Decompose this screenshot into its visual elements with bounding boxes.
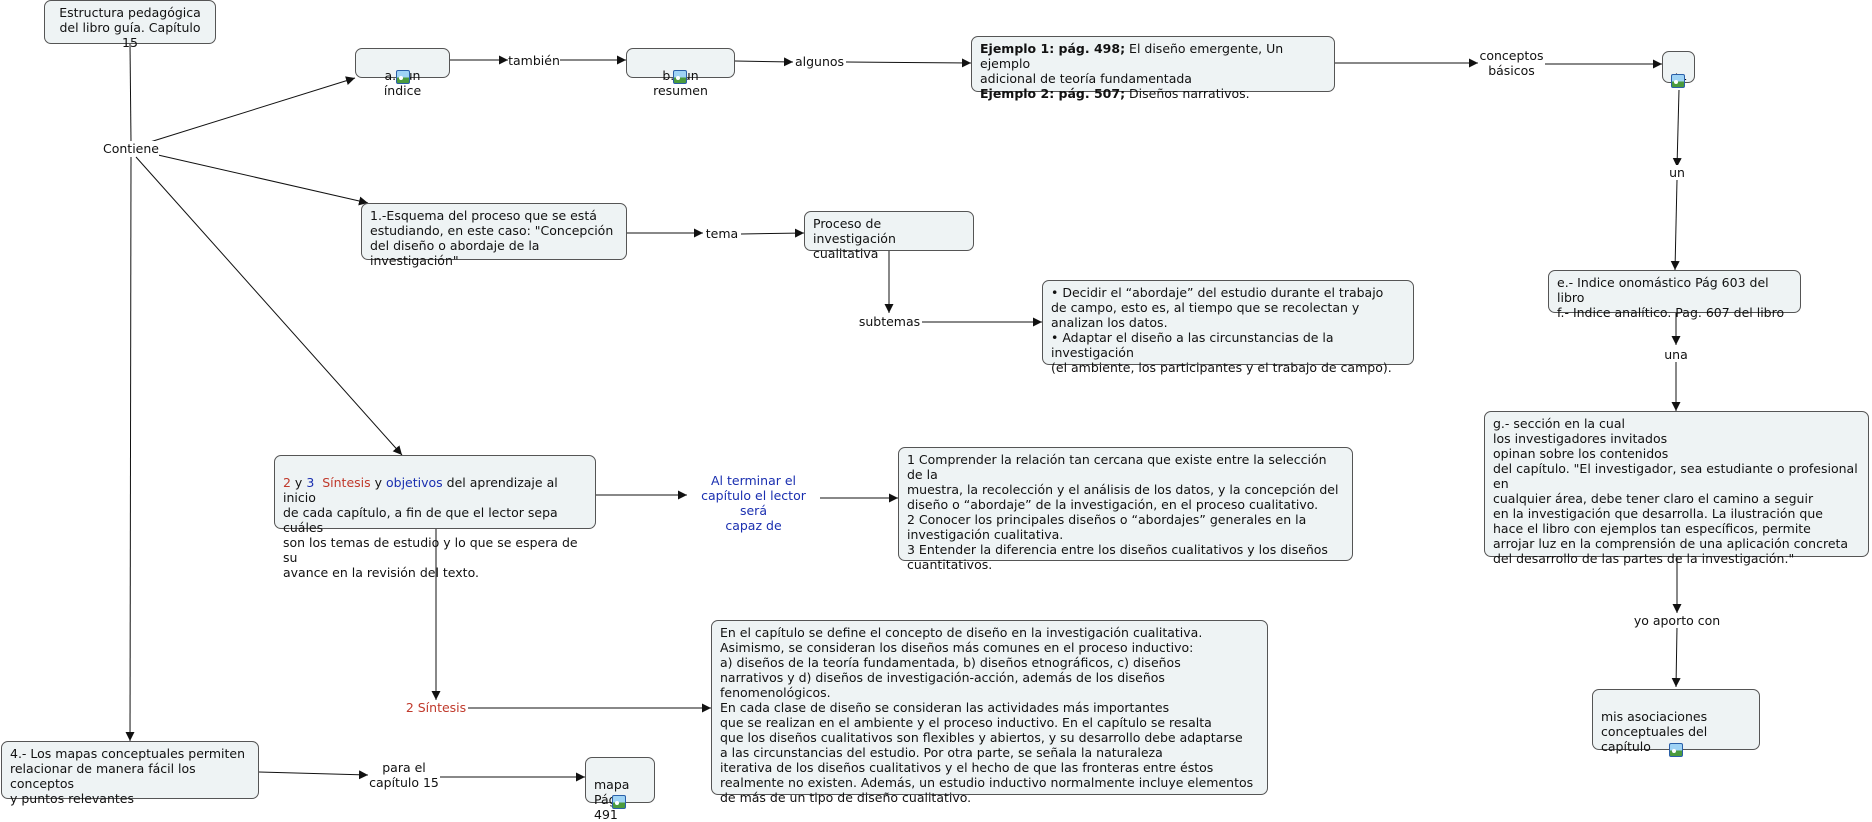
image-icon[interactable]	[673, 70, 687, 84]
phrase-conceptos-basicos: conceptos básicos	[1478, 48, 1545, 78]
link-resumen-algunos	[734, 57, 794, 67]
link-contiene-mapas	[125, 156, 135, 742]
node-asociaciones[interactable]: mis asociaciones conceptuales del capítu…	[1592, 689, 1760, 754]
ejemplo-1-label: Ejemplo 1: pág. 498;	[980, 41, 1126, 56]
phrase-algunos: algunos	[793, 54, 846, 69]
num-3: 3	[306, 475, 315, 490]
ejemplo-1-text: El diseño emergente, Un ejemplo adiciona…	[980, 41, 1284, 86]
link-contiene-sintesis	[135, 156, 403, 456]
phrase-tema: tema	[703, 226, 741, 241]
objetivos-word: objetivos	[386, 475, 443, 490]
link-contiene-indice	[149, 76, 356, 143]
node-sintesis-objetivos[interactable]: 2 y 3 Síntesis y objetivos del aprendiza…	[274, 455, 596, 580]
node-comprender[interactable]: 1 Comprender la relación tan cercana que…	[898, 447, 1353, 572]
image-icon[interactable]	[1671, 74, 1685, 88]
link-d-un	[1672, 89, 1682, 168]
node-indices[interactable]: e.- Indice onomástico Pág 603 del libro …	[1548, 270, 1801, 320]
num-2: 2	[283, 475, 291, 490]
link-root-contiene	[129, 43, 132, 143]
node-root[interactable]: Estructura pedagógica del libro guía. Ca…	[44, 0, 216, 50]
phrase-tambien: también	[508, 53, 560, 68]
link-un-indices	[1670, 179, 1680, 271]
y-2: y	[370, 475, 386, 490]
node-esquema[interactable]: 1.-Esquema del proceso que se está estud…	[361, 203, 627, 268]
link-mapas-parael	[258, 770, 369, 780]
node-capitulo-texto[interactable]: En el capítulo se define el concepto de …	[711, 620, 1268, 805]
image-icon[interactable]	[1669, 743, 1683, 757]
link-algunos-ejemplos	[845, 58, 972, 68]
ejemplo-2-label: Ejemplo 2: pág. 507;	[980, 86, 1126, 101]
phrase-yo-aporto: yo aporto con	[1628, 613, 1726, 628]
image-icon[interactable]	[396, 70, 410, 84]
sintesis-word: Síntesis	[314, 475, 371, 490]
image-icon[interactable]	[612, 795, 626, 809]
sintesis-rest: del aprendizaje al inicio de cada capítu…	[283, 475, 578, 580]
phrase-para-el: para el capítulo 15	[368, 760, 440, 790]
link-contiene-esquema	[157, 154, 369, 206]
node-asociaciones-label: mis asociaciones conceptuales del capítu…	[1601, 709, 1708, 754]
link-yoaporto-asociaciones	[1671, 626, 1681, 688]
y-1: y	[290, 475, 307, 490]
ejemplo-2-text: Diseños narrativos.	[1125, 86, 1250, 101]
node-mapas[interactable]: 4.- Los mapas conceptuales permiten rela…	[1, 741, 259, 806]
phrase-una: una	[1660, 347, 1692, 362]
link-tema-proceso	[740, 228, 805, 238]
node-subtemas-box[interactable]: • Decidir el “abordaje” del estudio dura…	[1042, 280, 1414, 375]
node-resumen[interactable]: b.- un resumen	[626, 48, 735, 98]
node-seccion[interactable]: g.- sección en la cual los investigadore…	[1484, 411, 1869, 566]
phrase-contiene: Contiene	[103, 141, 159, 156]
phrase-un: un	[1664, 165, 1690, 180]
phrase-subtemas: subtemas	[857, 314, 922, 329]
phrase-2-sintesis: 2 Síntesis	[404, 700, 468, 715]
node-ejemplos[interactable]: Ejemplo 1: pág. 498; El diseño emergente…	[971, 36, 1335, 101]
phrase-al-terminar: Al terminar el capítulo el lector será c…	[687, 473, 820, 533]
node-proceso[interactable]: Proceso de investigación cualitativa	[804, 211, 974, 261]
